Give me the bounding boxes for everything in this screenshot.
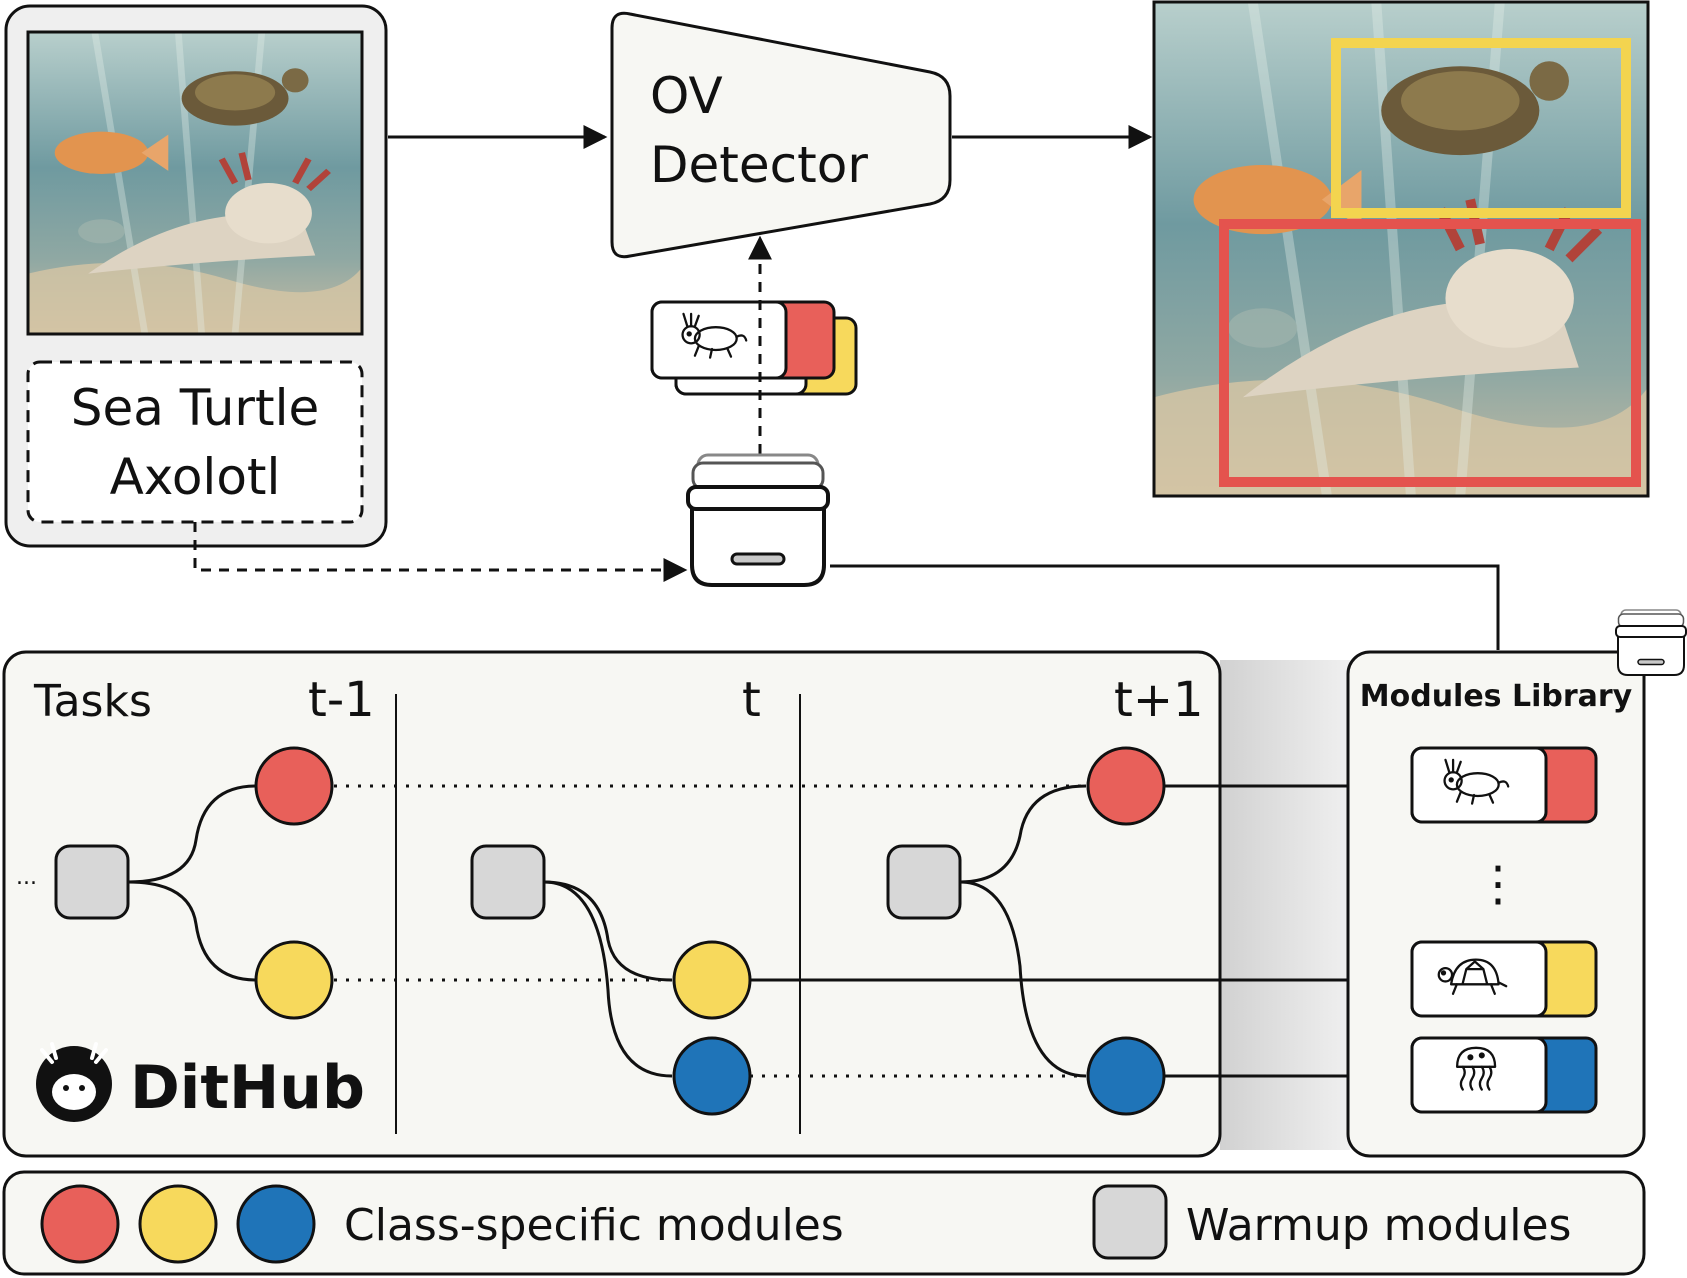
dithub-logo-icon <box>36 1042 112 1122</box>
legend-blue-swatch <box>236 1184 316 1264</box>
input-image <box>26 30 364 336</box>
selected-modules-stack <box>650 300 858 396</box>
detection-box-turtle <box>1331 38 1631 218</box>
legend-red-swatch <box>40 1184 120 1264</box>
task-label-t-minus-1: t-1 <box>308 672 375 728</box>
task-label-t: t <box>742 672 761 728</box>
legend-class-specific-label: Class-specific modules <box>344 1200 844 1251</box>
projection-shadow <box>1220 660 1350 1150</box>
library-entry-axolotl <box>1410 746 1598 824</box>
task-tree-edges <box>127 784 1087 1078</box>
class-node-red-t-plus-1 <box>1086 746 1166 826</box>
class-node-blue-t-plus-1 <box>1086 1036 1166 1116</box>
connector-module-to-library <box>830 564 1500 650</box>
class-node-yellow-t-minus-1 <box>254 940 334 1020</box>
output-image <box>1152 0 1650 498</box>
brand-name: DitHub <box>130 1053 365 1123</box>
warmup-node-t <box>470 844 546 920</box>
legend-yellow-swatch <box>138 1184 218 1264</box>
detector-label-detector: Detector <box>650 136 868 194</box>
warmup-node-t-minus-1 <box>54 844 130 920</box>
legend-panel <box>2 1170 1646 1276</box>
tasks-title: Tasks <box>33 676 152 727</box>
class-name-sea-turtle: Sea Turtle <box>71 379 320 437</box>
class-prompt-box <box>26 360 364 524</box>
library-ellipsis: ⋮ <box>1474 856 1522 912</box>
class-node-red-t-minus-1 <box>254 746 334 826</box>
module-icon <box>686 453 830 587</box>
library-entry-jellyfish <box>1410 1036 1598 1114</box>
legend-gray-swatch <box>1092 1184 1168 1260</box>
warmup-node-t-plus-1 <box>886 844 962 920</box>
detection-box-axolotl <box>1219 219 1641 487</box>
detector-label-ov: OV <box>650 67 723 125</box>
task-dotted-links <box>334 784 1086 1078</box>
class-node-yellow-t <box>672 940 752 1020</box>
ov-detector-block <box>610 11 952 259</box>
tasks-ellipsis: ... <box>16 865 37 890</box>
modules-library-title: Modules Library <box>1360 679 1633 714</box>
legend-warmup-label: Warmup modules <box>1186 1200 1571 1251</box>
class-name-axolotl: Axolotl <box>110 448 281 506</box>
task-label-t-plus-1: t+1 <box>1114 672 1204 728</box>
class-node-blue-t <box>672 1036 752 1116</box>
library-module-icon <box>1615 609 1687 676</box>
library-entry-turtle <box>1410 940 1598 1018</box>
